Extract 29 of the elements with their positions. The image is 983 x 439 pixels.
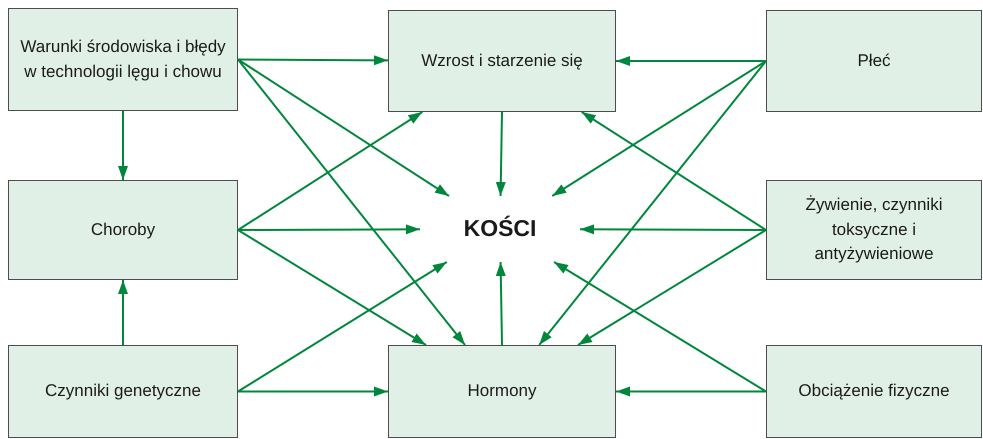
- factor-box: Hormony: [388, 345, 616, 438]
- arrow: [237, 58, 466, 346]
- arrow: [581, 111, 767, 231]
- arrow: [237, 229, 427, 346]
- arrow: [554, 261, 767, 392]
- factor-box: Choroby: [8, 180, 238, 280]
- factor-box: Warunki środowiska i błędy w technologii lęgu i chowu: [8, 8, 238, 111]
- factor-box: Płeć: [766, 10, 982, 112]
- arrow: [238, 386, 388, 396]
- arrow: [538, 60, 767, 346]
- arrow: [237, 261, 448, 392]
- factor-box: Czynniki genetyczne: [8, 345, 238, 438]
- arrow: [237, 111, 423, 231]
- factor-box: Obciążenie fizyczne: [766, 345, 982, 438]
- arrow: [118, 111, 128, 180]
- arrow: [580, 224, 766, 234]
- arrow: [237, 58, 450, 197]
- arrow: [238, 224, 420, 234]
- arrow: [616, 56, 766, 66]
- central-label: KOŚCI: [420, 196, 580, 262]
- arrow: [118, 280, 128, 345]
- arrow: [616, 386, 766, 396]
- factor-box: Wzrost i starzenie się: [388, 10, 616, 112]
- arrow: [552, 60, 767, 197]
- arrow: [496, 112, 506, 196]
- factor-box: Żywienie, czynniki toksyczne i antyżywieniowe: [766, 180, 982, 280]
- arrow: [577, 229, 767, 346]
- arrow: [496, 262, 506, 346]
- arrow: [238, 55, 388, 66]
